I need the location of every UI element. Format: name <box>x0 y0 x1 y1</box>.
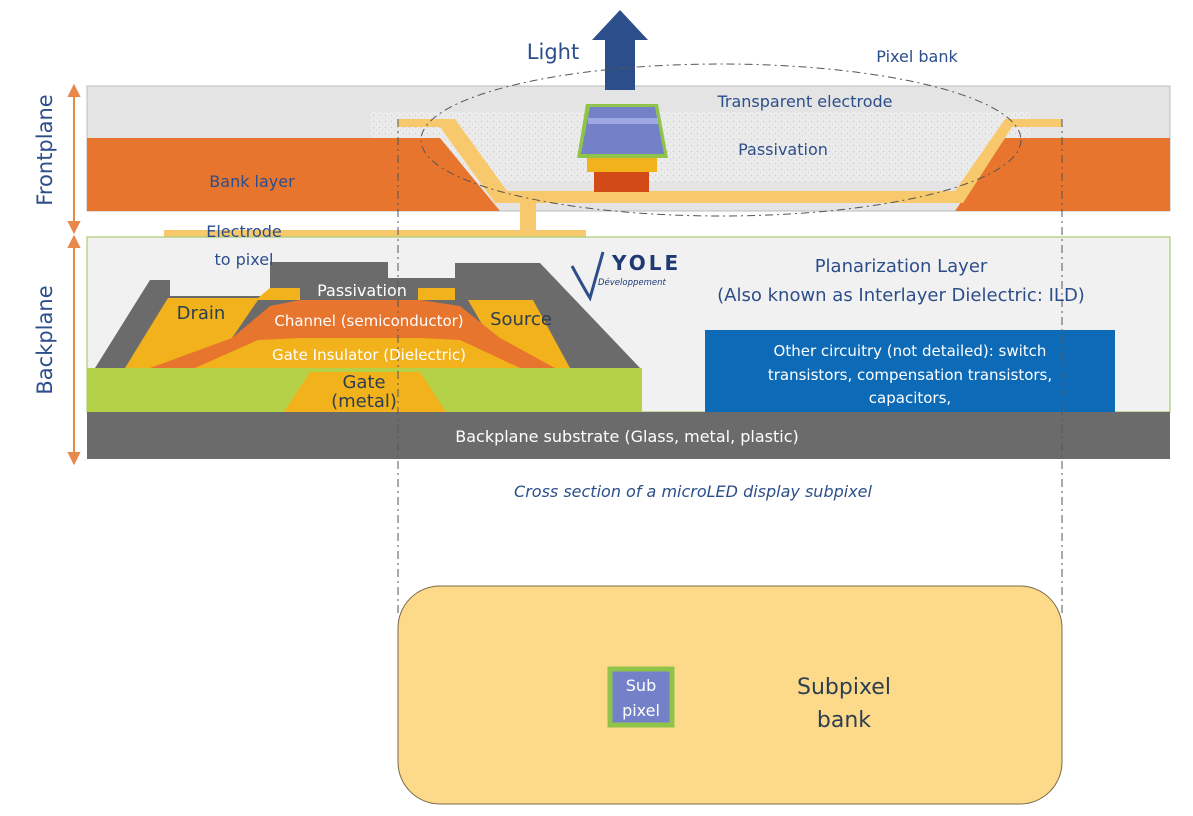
passivation-tft-label: Passivation <box>317 281 407 300</box>
gate-insulator-label: Gate Insulator (Dielectric) <box>272 346 466 364</box>
bank-electrode-right <box>570 119 1062 203</box>
sub-pixel-square <box>607 666 675 728</box>
planarization-label-1: Planarization Layer <box>815 256 988 277</box>
bank-layer-left <box>87 138 500 211</box>
source-electrode <box>418 288 570 368</box>
other-circuitry-label-1: Other circuitry (not detailed): switch <box>774 342 1047 360</box>
electrode-via <box>520 203 536 232</box>
microled-yellow-layer <box>587 158 657 172</box>
light-arrow-icon <box>592 10 648 90</box>
bank-electrode <box>398 119 570 203</box>
backplane-arrow-icon <box>67 234 81 466</box>
caption: Cross section of a microLED display subp… <box>514 482 872 501</box>
passivation-top-label: Passivation <box>738 140 828 159</box>
backplane-substrate <box>87 412 1170 459</box>
gate-insulator <box>195 338 520 368</box>
bank-layer-label: Bank layer <box>209 172 295 191</box>
microled-highlight <box>588 118 658 124</box>
gate-label-1: Gate <box>342 372 385 393</box>
drain-electrode <box>125 288 300 368</box>
substrate-label: Backplane substrate (Glass, metal, plast… <box>455 427 799 446</box>
yole-logo-brand: YOLE <box>611 251 681 275</box>
microled-top <box>581 107 664 154</box>
sub-pixel-label-1: Sub <box>626 676 656 695</box>
microled-base <box>594 172 649 192</box>
backplane-label: Backplane <box>33 285 57 394</box>
pixel-bank-label: Pixel bank <box>876 47 958 66</box>
subpixel-bank <box>397 585 1063 805</box>
channel-label: Channel (semiconductor) <box>274 312 463 330</box>
frontplane-label: Frontplane <box>33 94 57 205</box>
other-circuitry-label-3: capacitors, <box>869 389 951 407</box>
other-circuitry-label-2: transistors, compensation transistors, <box>768 366 1052 384</box>
planarization-label-2: (Also known as Interlayer Dielectric: IL… <box>717 285 1085 306</box>
electrode-to-pixel-label-2: to pixel <box>214 250 273 269</box>
frontplane-arrow-icon <box>67 83 81 235</box>
yole-logo: YOLE Développement <box>570 251 681 302</box>
gate-metal <box>284 372 446 412</box>
source-label: Source <box>490 309 552 330</box>
pixel-bank-ellipse <box>420 63 1022 217</box>
subpixel-bank-label-2: bank <box>817 708 871 733</box>
subpixel-bank-label-1: Subpixel <box>797 675 891 700</box>
other-circuitry-block <box>705 330 1115 412</box>
transparent-electrode-label: Transparent electrode <box>716 92 892 111</box>
drain-label: Drain <box>177 303 226 324</box>
electrode-to-pixel-label-1: Electrode <box>206 222 281 241</box>
gate-label-2: (metal) <box>331 391 397 412</box>
yole-logo-tagline: Développement <box>598 277 667 288</box>
light-label: Light <box>527 40 579 64</box>
sub-pixel-label-2: pixel <box>622 701 660 720</box>
